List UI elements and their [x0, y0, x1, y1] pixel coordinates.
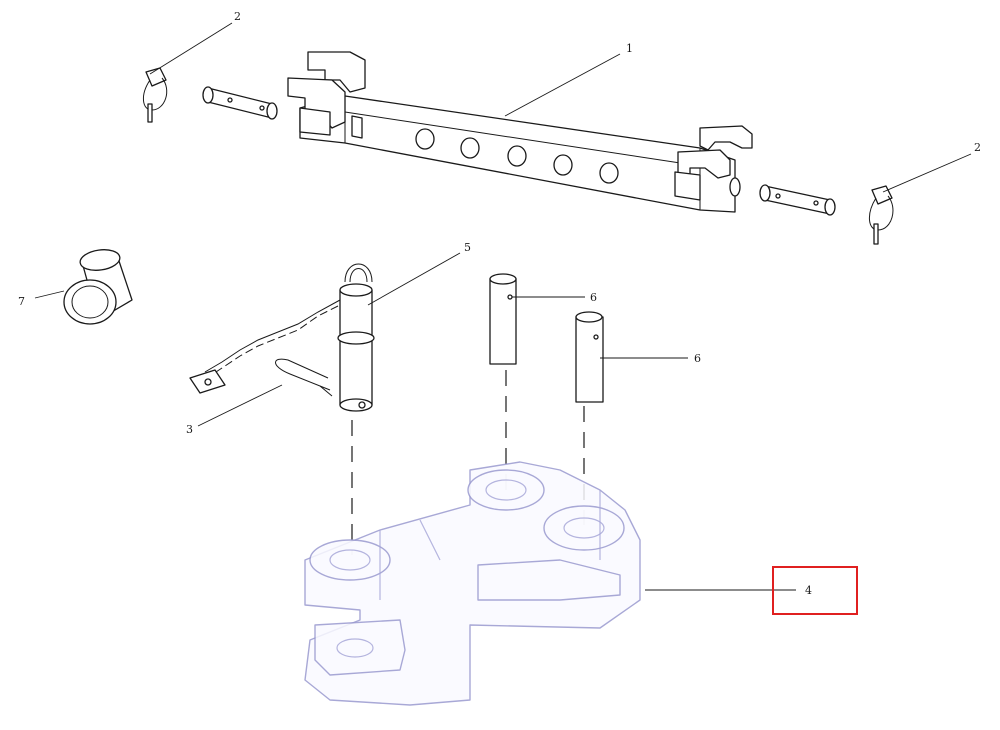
pin-part-6-left [489, 273, 517, 365]
hairpin-clip-part-3 [275, 358, 333, 397]
drawbar-pin-right [759, 184, 836, 216]
leader-lines [34, 22, 972, 591]
callout-1: 1 [626, 42, 633, 55]
callout-2-right: 2 [974, 141, 981, 154]
callout-3: 3 [186, 423, 193, 436]
drawbar-part-1 [287, 51, 753, 213]
callout-5: 5 [464, 241, 471, 254]
bushing-part-7 [63, 249, 133, 325]
hitch-pin-part-5 [189, 263, 375, 412]
drawbar-pin-left [202, 86, 278, 120]
lynch-pin-right [869, 185, 894, 245]
callout-2-left: 2 [234, 10, 241, 23]
callout-4: 4 [805, 584, 812, 597]
pin-part-6-right [575, 311, 604, 403]
callout-6-lower: 6 [694, 352, 701, 365]
callout-6-upper: 6 [590, 291, 597, 304]
lynch-pin-left [143, 67, 168, 123]
callout-4-highlight-box[interactable] [772, 566, 858, 615]
hitch-body-part-4 [304, 461, 641, 706]
callout-7: 7 [18, 295, 25, 308]
